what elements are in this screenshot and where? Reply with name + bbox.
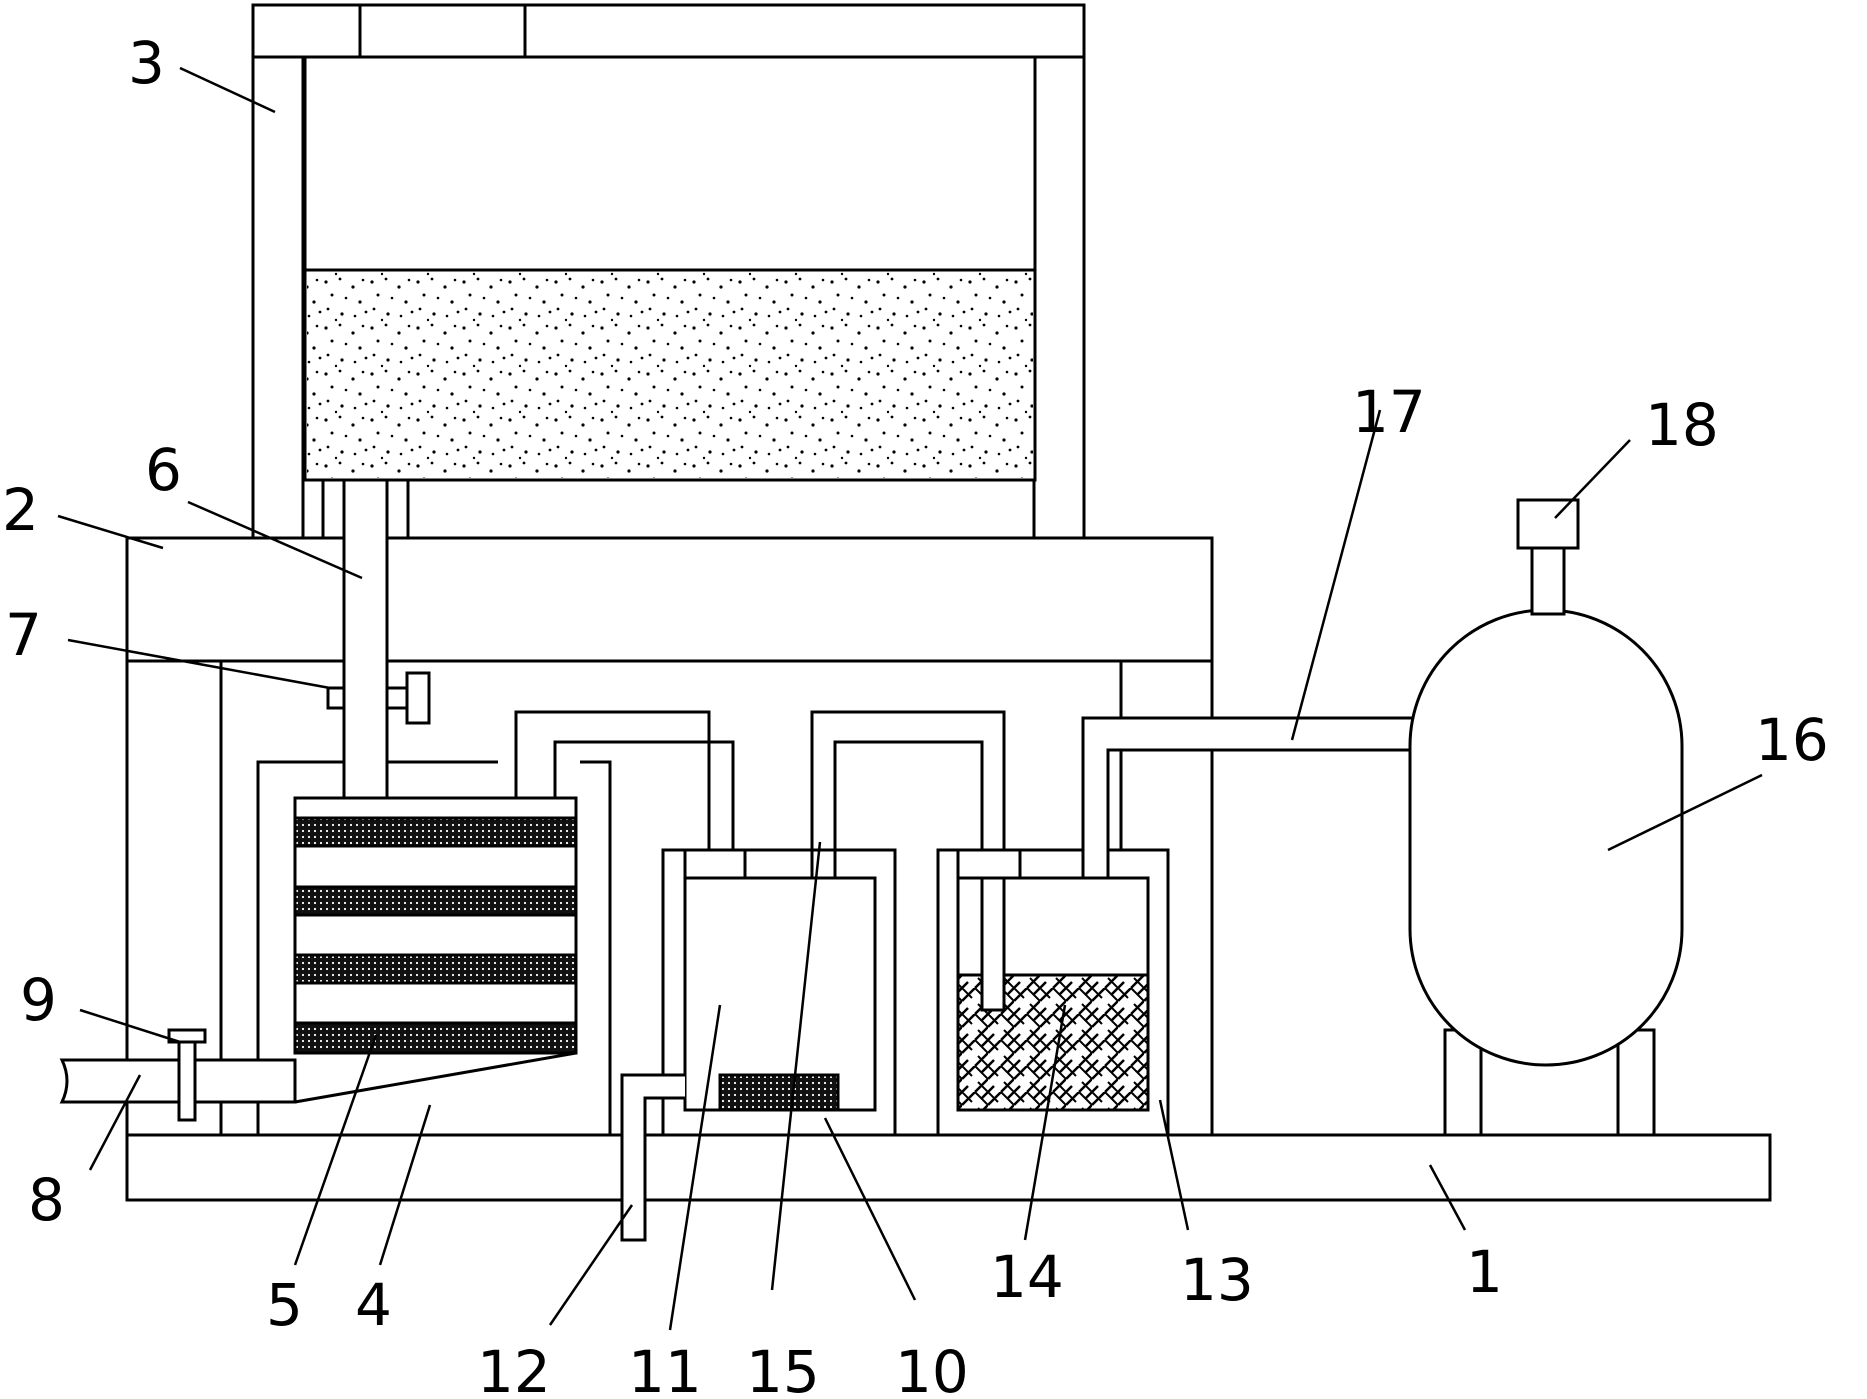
adsorption-tank xyxy=(936,848,1170,1137)
gas-vessel xyxy=(1408,498,1684,1137)
label-5: 5 xyxy=(266,1271,303,1339)
outlet-valve-stem xyxy=(177,1038,197,1122)
filter-layer xyxy=(293,953,578,985)
upper-frame xyxy=(251,3,1086,540)
label-10: 10 xyxy=(895,1338,969,1399)
filter-layer xyxy=(293,1021,578,1055)
chamber-enclosure xyxy=(256,760,612,1135)
valve xyxy=(326,671,431,725)
vessel-neck xyxy=(1530,546,1566,616)
vessel-leg-left xyxy=(1443,1028,1483,1137)
vessel-body xyxy=(1408,608,1684,1067)
label-14: 14 xyxy=(990,1243,1064,1311)
housing-top-block xyxy=(125,536,1214,663)
label-17: 17 xyxy=(1352,378,1426,446)
label-7: 7 xyxy=(5,601,42,669)
valve-stem-left xyxy=(326,686,346,710)
label-16: 16 xyxy=(1755,706,1829,774)
label-12: 12 xyxy=(477,1338,551,1399)
treatment-tank-inner xyxy=(683,876,877,1112)
tank-support-left xyxy=(321,478,346,540)
filter-layer xyxy=(293,885,578,917)
upper-tank xyxy=(303,55,1037,482)
treatment-tank-block xyxy=(718,1073,840,1112)
label-4: 4 xyxy=(355,1271,392,1339)
vessel-cap xyxy=(1516,498,1580,550)
upper-tank-filler xyxy=(307,270,1033,478)
housing-left-wall xyxy=(125,659,223,1137)
label-2: 2 xyxy=(2,476,39,544)
frame-top-bar xyxy=(251,3,1086,59)
valve-handle xyxy=(405,671,431,725)
drain-pipe xyxy=(620,1073,685,1242)
label-13: 13 xyxy=(1180,1246,1254,1314)
label-9: 9 xyxy=(20,966,57,1034)
frame-left-post xyxy=(251,3,305,540)
label-3: 3 xyxy=(128,29,165,97)
base-plate xyxy=(125,1133,1772,1202)
label-11: 11 xyxy=(628,1338,702,1399)
label-15: 15 xyxy=(746,1338,820,1399)
label-1: 1 xyxy=(1466,1238,1503,1306)
outlet-pipe xyxy=(59,1028,577,1122)
label-6: 6 xyxy=(145,436,182,504)
label-18: 18 xyxy=(1645,391,1719,459)
frame-right-post xyxy=(1032,3,1086,540)
tank-support-right xyxy=(385,478,410,540)
filter-layer xyxy=(293,816,578,848)
vessel-leg-right xyxy=(1616,1028,1656,1137)
part-labels: 1 2 3 4 5 6 7 8 9 10 11 12 13 14 15 16 1… xyxy=(2,29,1829,1399)
filter-column xyxy=(293,796,578,1055)
treatment-tank xyxy=(661,848,897,1137)
outlet-valve-handle xyxy=(167,1028,207,1044)
vertical-pipe xyxy=(342,478,389,800)
label-8: 8 xyxy=(28,1166,65,1234)
valve-stem-right xyxy=(385,686,409,710)
leader-lines xyxy=(57,66,1763,1331)
